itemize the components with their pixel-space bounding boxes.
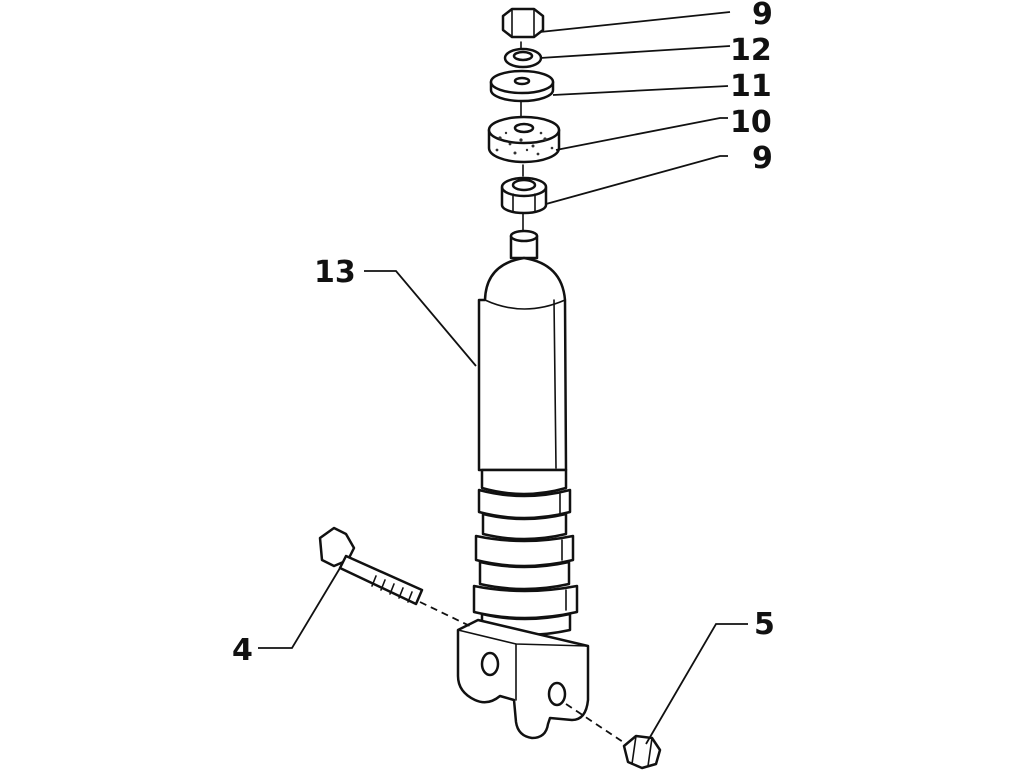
callout-bolt: 4 — [232, 633, 253, 668]
small-washer — [503, 47, 543, 69]
callout-washer-flat: 11 — [730, 69, 772, 104]
lower-nut — [500, 176, 548, 215]
bolt — [318, 526, 424, 606]
leader-lines — [258, 11, 748, 745]
callout-nut-bottom: 5 — [754, 607, 775, 642]
callout-nut-lower: 9 — [752, 141, 773, 176]
top-nut — [501, 7, 545, 39]
bottom-nut — [622, 734, 662, 770]
nut-axis — [565, 703, 627, 745]
bolt-axis — [419, 601, 475, 629]
callout-shock-absorber: 13 — [314, 255, 356, 290]
callout-rubber-bush: 10 — [730, 105, 772, 140]
callout-nut-top: 9 — [752, 0, 773, 32]
rubber-bush — [487, 115, 561, 164]
callout-washer-small: 12 — [730, 33, 772, 68]
rubber-texture — [495, 131, 554, 156]
flat-washer — [489, 69, 555, 103]
lower-clevis — [456, 618, 590, 740]
dust-boot — [472, 468, 579, 637]
shock-absorber — [456, 229, 590, 740]
